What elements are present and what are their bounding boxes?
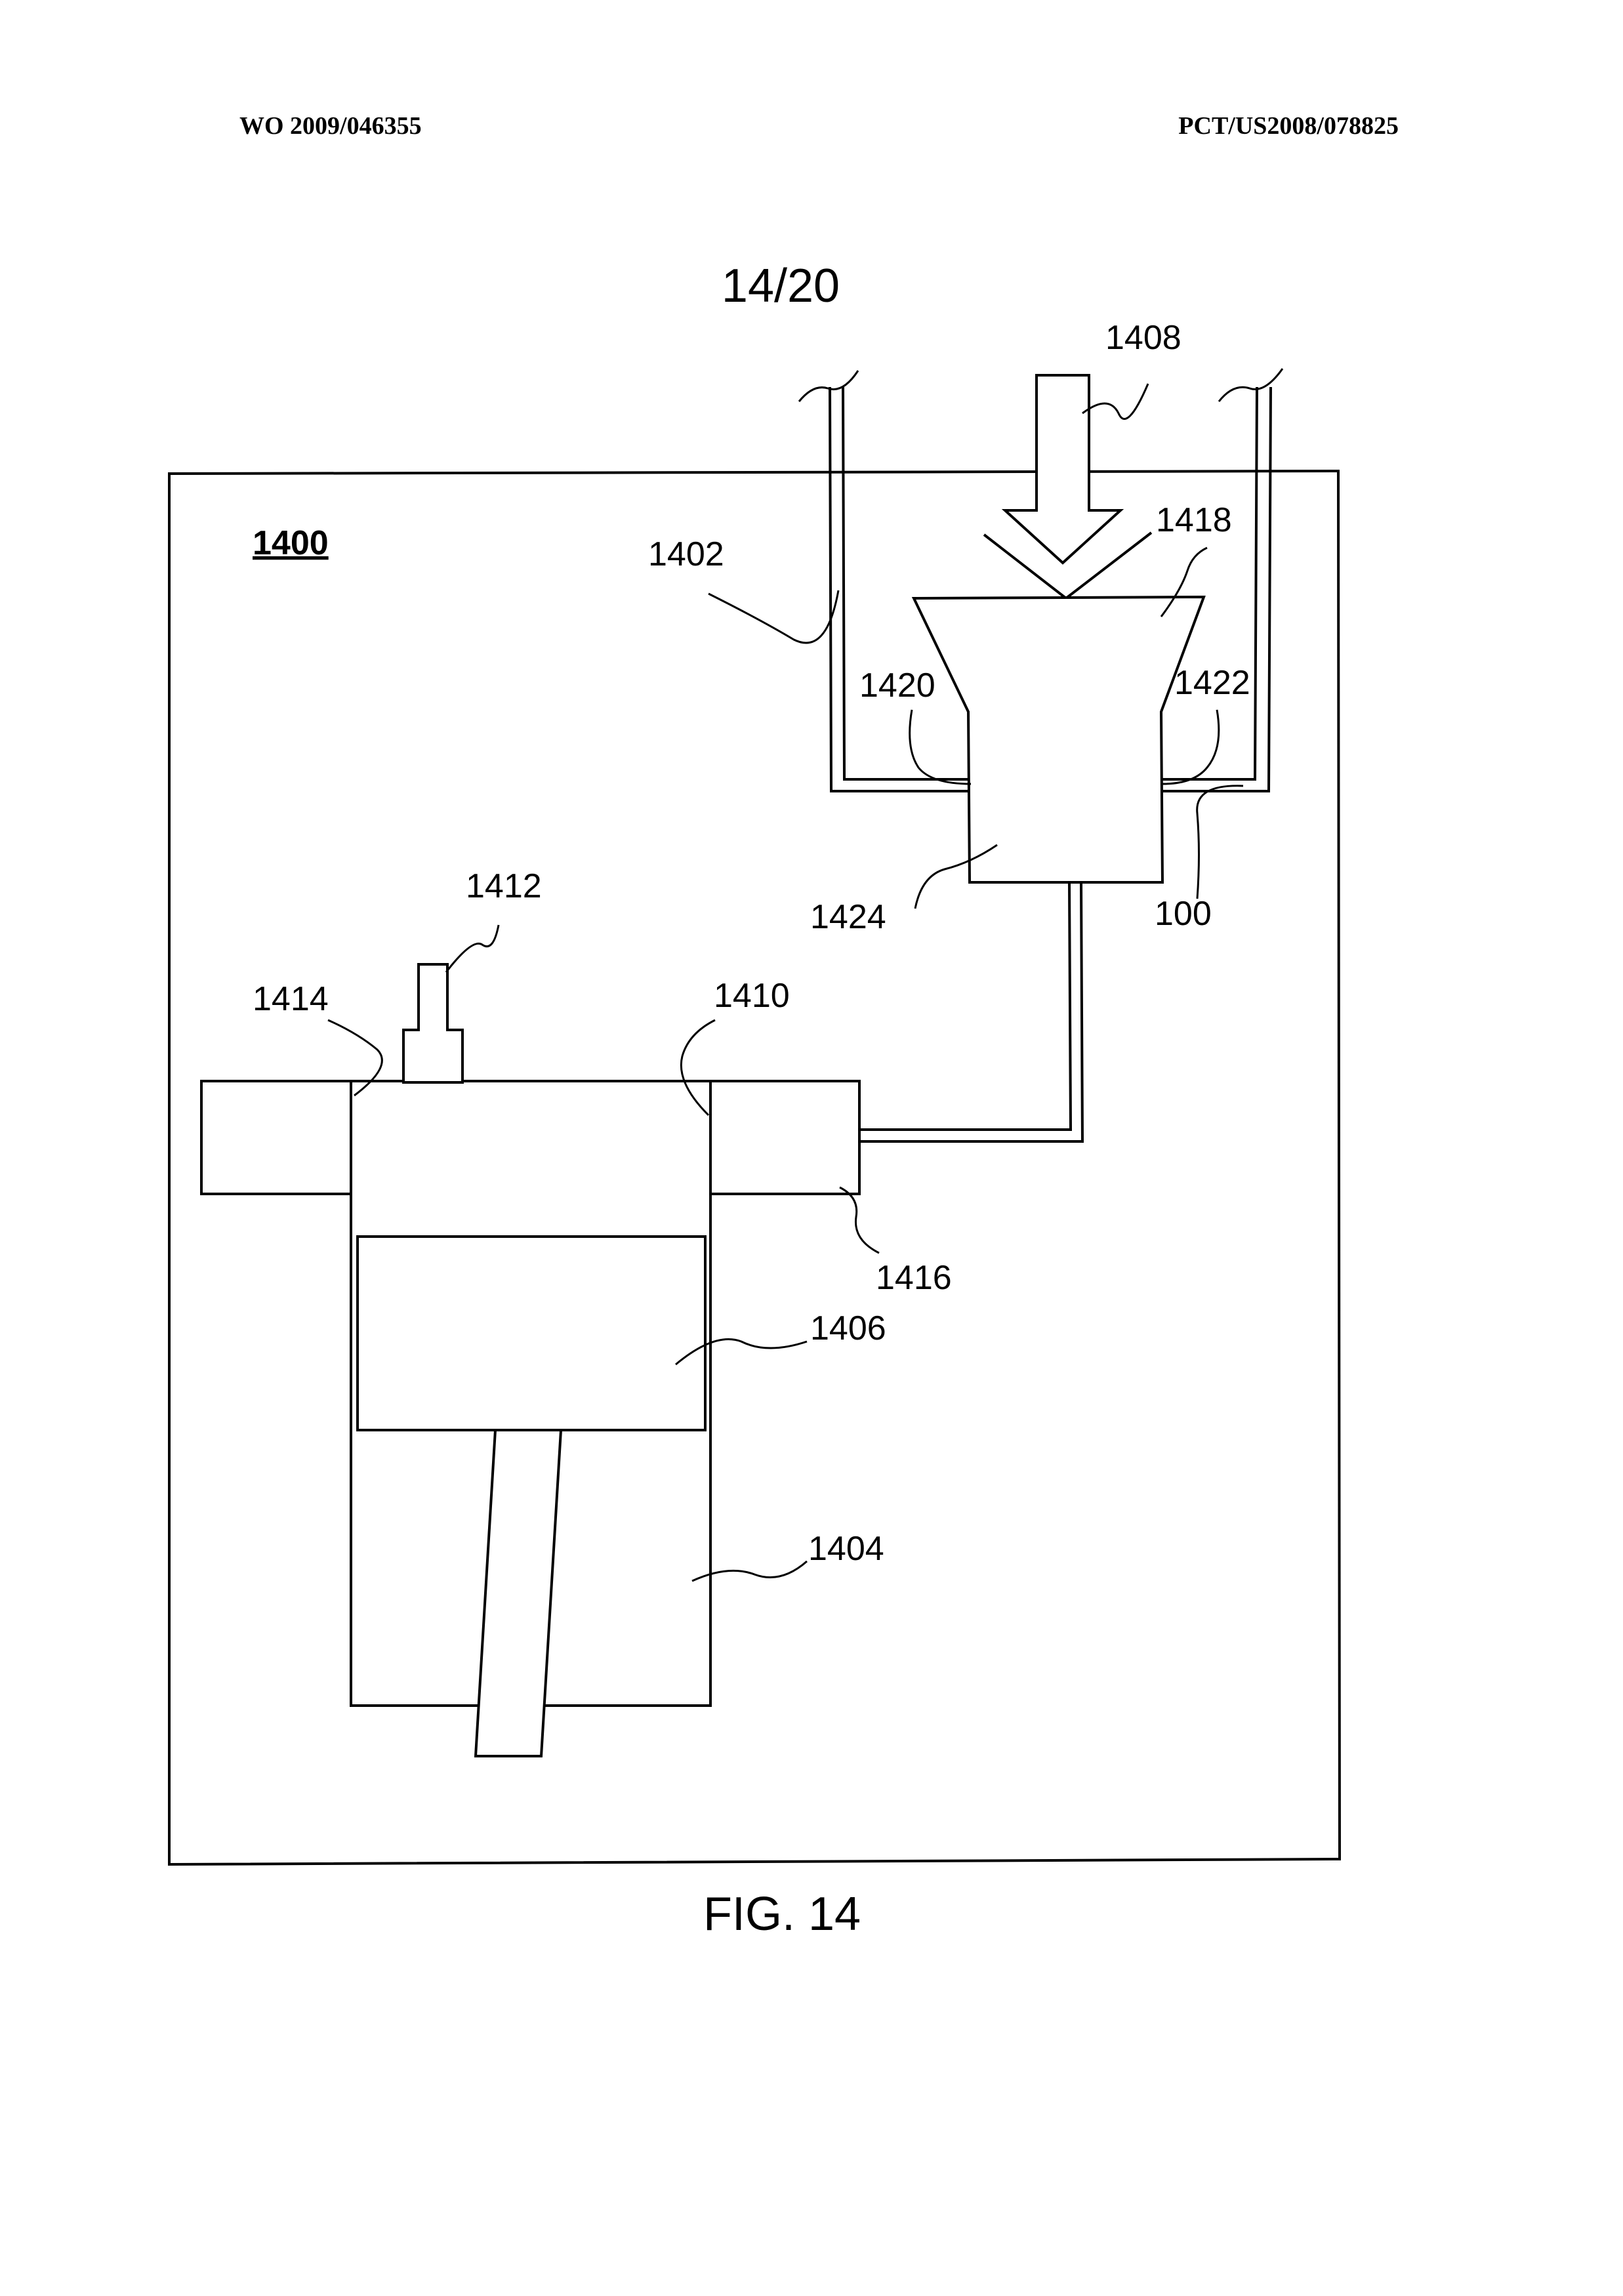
inner-chamber (358, 1237, 705, 1430)
label-1404: 1404 (808, 1530, 884, 1568)
label-100: 100 (1155, 895, 1212, 933)
label-1416: 1416 (876, 1259, 952, 1297)
figure-caption: FIG. 14 (703, 1888, 861, 1940)
label-1402: 1402 (648, 535, 724, 573)
sheet-number: 14/20 (722, 260, 840, 312)
break-mark-right (1219, 369, 1283, 401)
label-1406: 1406 (810, 1309, 886, 1347)
label-1422: 1422 (1174, 664, 1250, 702)
label-system-1400: 1400 (253, 524, 329, 562)
label-1414: 1414 (253, 980, 329, 1018)
label-1420: 1420 (859, 666, 935, 705)
label-1408: 1408 (1105, 319, 1181, 357)
label-1410: 1410 (714, 977, 790, 1015)
label-1424: 1424 (810, 898, 886, 936)
label-1412: 1412 (466, 867, 542, 905)
break-mark-left (799, 371, 858, 401)
leader-1408 (1082, 384, 1148, 419)
label-1418: 1418 (1156, 501, 1232, 539)
